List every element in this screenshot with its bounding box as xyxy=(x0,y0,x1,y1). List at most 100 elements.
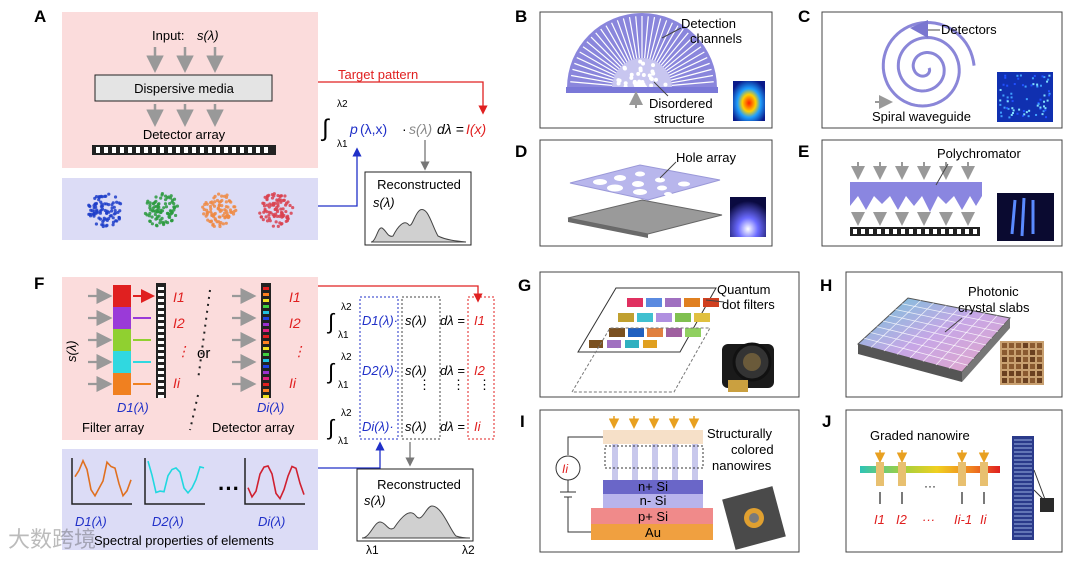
panel-h: H Photonic crystal slabs xyxy=(820,271,1063,398)
spec-axes xyxy=(144,458,205,505)
speckle-dot xyxy=(87,212,91,216)
noise-px xyxy=(999,103,1002,106)
speckle-dot xyxy=(153,200,157,205)
speckle-dot xyxy=(172,201,176,206)
panel-d: D Hole array xyxy=(515,139,773,247)
noise-px xyxy=(1000,115,1003,118)
speckle-dot xyxy=(264,215,268,219)
chip-image-j xyxy=(1040,498,1054,512)
speckle-dot xyxy=(224,200,228,204)
detector-cell xyxy=(240,147,244,153)
speckle-dot xyxy=(150,215,154,219)
camera-image xyxy=(722,342,774,392)
detector-cell xyxy=(158,299,164,302)
eq-args: (λ,x) xyxy=(360,121,387,137)
scatter-hole xyxy=(651,63,656,68)
speckle-dot xyxy=(111,201,115,205)
polychromator xyxy=(850,182,982,212)
speckle-dot xyxy=(159,196,163,200)
noise-px xyxy=(1044,109,1047,112)
speckle-dot xyxy=(97,198,101,202)
speckle-dot xyxy=(286,200,290,204)
speckle-dot xyxy=(202,212,206,216)
detector-cell xyxy=(263,383,269,386)
j-dots: ··· xyxy=(922,512,935,527)
slab-cell xyxy=(1009,350,1014,355)
qd-filter xyxy=(647,328,663,337)
speckle-dot xyxy=(148,203,152,208)
slab-cell xyxy=(1023,343,1028,348)
f-I2-b: I2 xyxy=(289,315,301,331)
filter-D-label: D1(λ) xyxy=(117,400,149,415)
speckle-dot xyxy=(282,213,286,218)
detector-cell xyxy=(263,305,269,308)
hole-array-plate xyxy=(569,164,721,201)
spectral-caption: Spectral properties of elements xyxy=(94,533,274,548)
noise-px xyxy=(1039,106,1042,109)
detector-cell xyxy=(885,229,889,234)
scatter-hole xyxy=(629,75,634,80)
panel-label-h: H xyxy=(820,276,832,295)
speckle-dot xyxy=(99,200,103,204)
speckle-dot xyxy=(92,206,96,210)
input-arrows xyxy=(146,47,224,73)
filter-box xyxy=(62,277,318,440)
speckle-dot xyxy=(209,220,213,224)
speckle-dot xyxy=(155,216,159,221)
qd-filter xyxy=(656,313,672,322)
panel-a: A Input: s(λ) Dispersive media Detector … xyxy=(34,7,488,246)
eq-lower: λ1 xyxy=(337,139,348,150)
detector-cell xyxy=(158,323,164,326)
noise-px xyxy=(1006,84,1009,87)
detector-array-label: Detector array xyxy=(143,127,226,142)
channel-line xyxy=(570,81,613,86)
speckle-dot xyxy=(224,221,228,225)
speckle-image-b xyxy=(733,81,765,121)
polychromator-label: Polychromator xyxy=(937,146,1021,161)
noise-px xyxy=(999,99,1002,102)
noise-px xyxy=(1041,113,1044,116)
panel-label-c: C xyxy=(798,7,810,26)
wafer-grid xyxy=(909,307,960,359)
noise-px xyxy=(1025,98,1028,101)
j-I2: I2 xyxy=(896,512,908,527)
speckle-dot xyxy=(275,198,279,202)
speckle-dot xyxy=(262,204,267,208)
speckle-dot xyxy=(211,214,216,219)
f-I1-a: I1 xyxy=(173,289,185,305)
noise-px xyxy=(1036,104,1039,107)
speckle-dot xyxy=(103,194,107,198)
layer-label-n-minus: n- Si xyxy=(640,493,667,508)
qd-filter xyxy=(643,340,657,348)
speckle-dot xyxy=(231,212,236,216)
speckle-dot xyxy=(155,224,159,228)
speckle-dot xyxy=(272,214,276,219)
spec-label-2: D2(λ) xyxy=(152,514,184,529)
noise-px xyxy=(1007,107,1010,110)
target-arrow xyxy=(318,81,488,115)
slab-cell xyxy=(1002,357,1007,362)
speckle-dot xyxy=(153,212,157,217)
noise-px xyxy=(1017,77,1020,80)
speckle-dot xyxy=(112,205,116,209)
speckle-dot xyxy=(259,215,263,219)
speckle-dot xyxy=(267,213,271,217)
channel-line xyxy=(669,62,710,79)
speckle-dot xyxy=(220,204,224,208)
detector-cell xyxy=(925,229,929,234)
speckle-dot xyxy=(93,196,97,200)
speckle-dot xyxy=(267,193,271,197)
f-target-arrow xyxy=(318,285,483,303)
eq-lower: λ1 xyxy=(338,436,349,447)
speckle-dot xyxy=(87,203,91,207)
speckle-dot xyxy=(104,202,109,206)
noise-px xyxy=(1036,83,1039,86)
slab-cell xyxy=(1009,371,1014,376)
channel-line xyxy=(600,28,626,64)
speckle-dot xyxy=(148,219,152,223)
slab-cell xyxy=(1002,343,1007,348)
detector-cell xyxy=(263,323,269,326)
speckle-dot xyxy=(284,209,288,214)
channel-line xyxy=(649,18,662,60)
detector-cell xyxy=(263,377,269,380)
